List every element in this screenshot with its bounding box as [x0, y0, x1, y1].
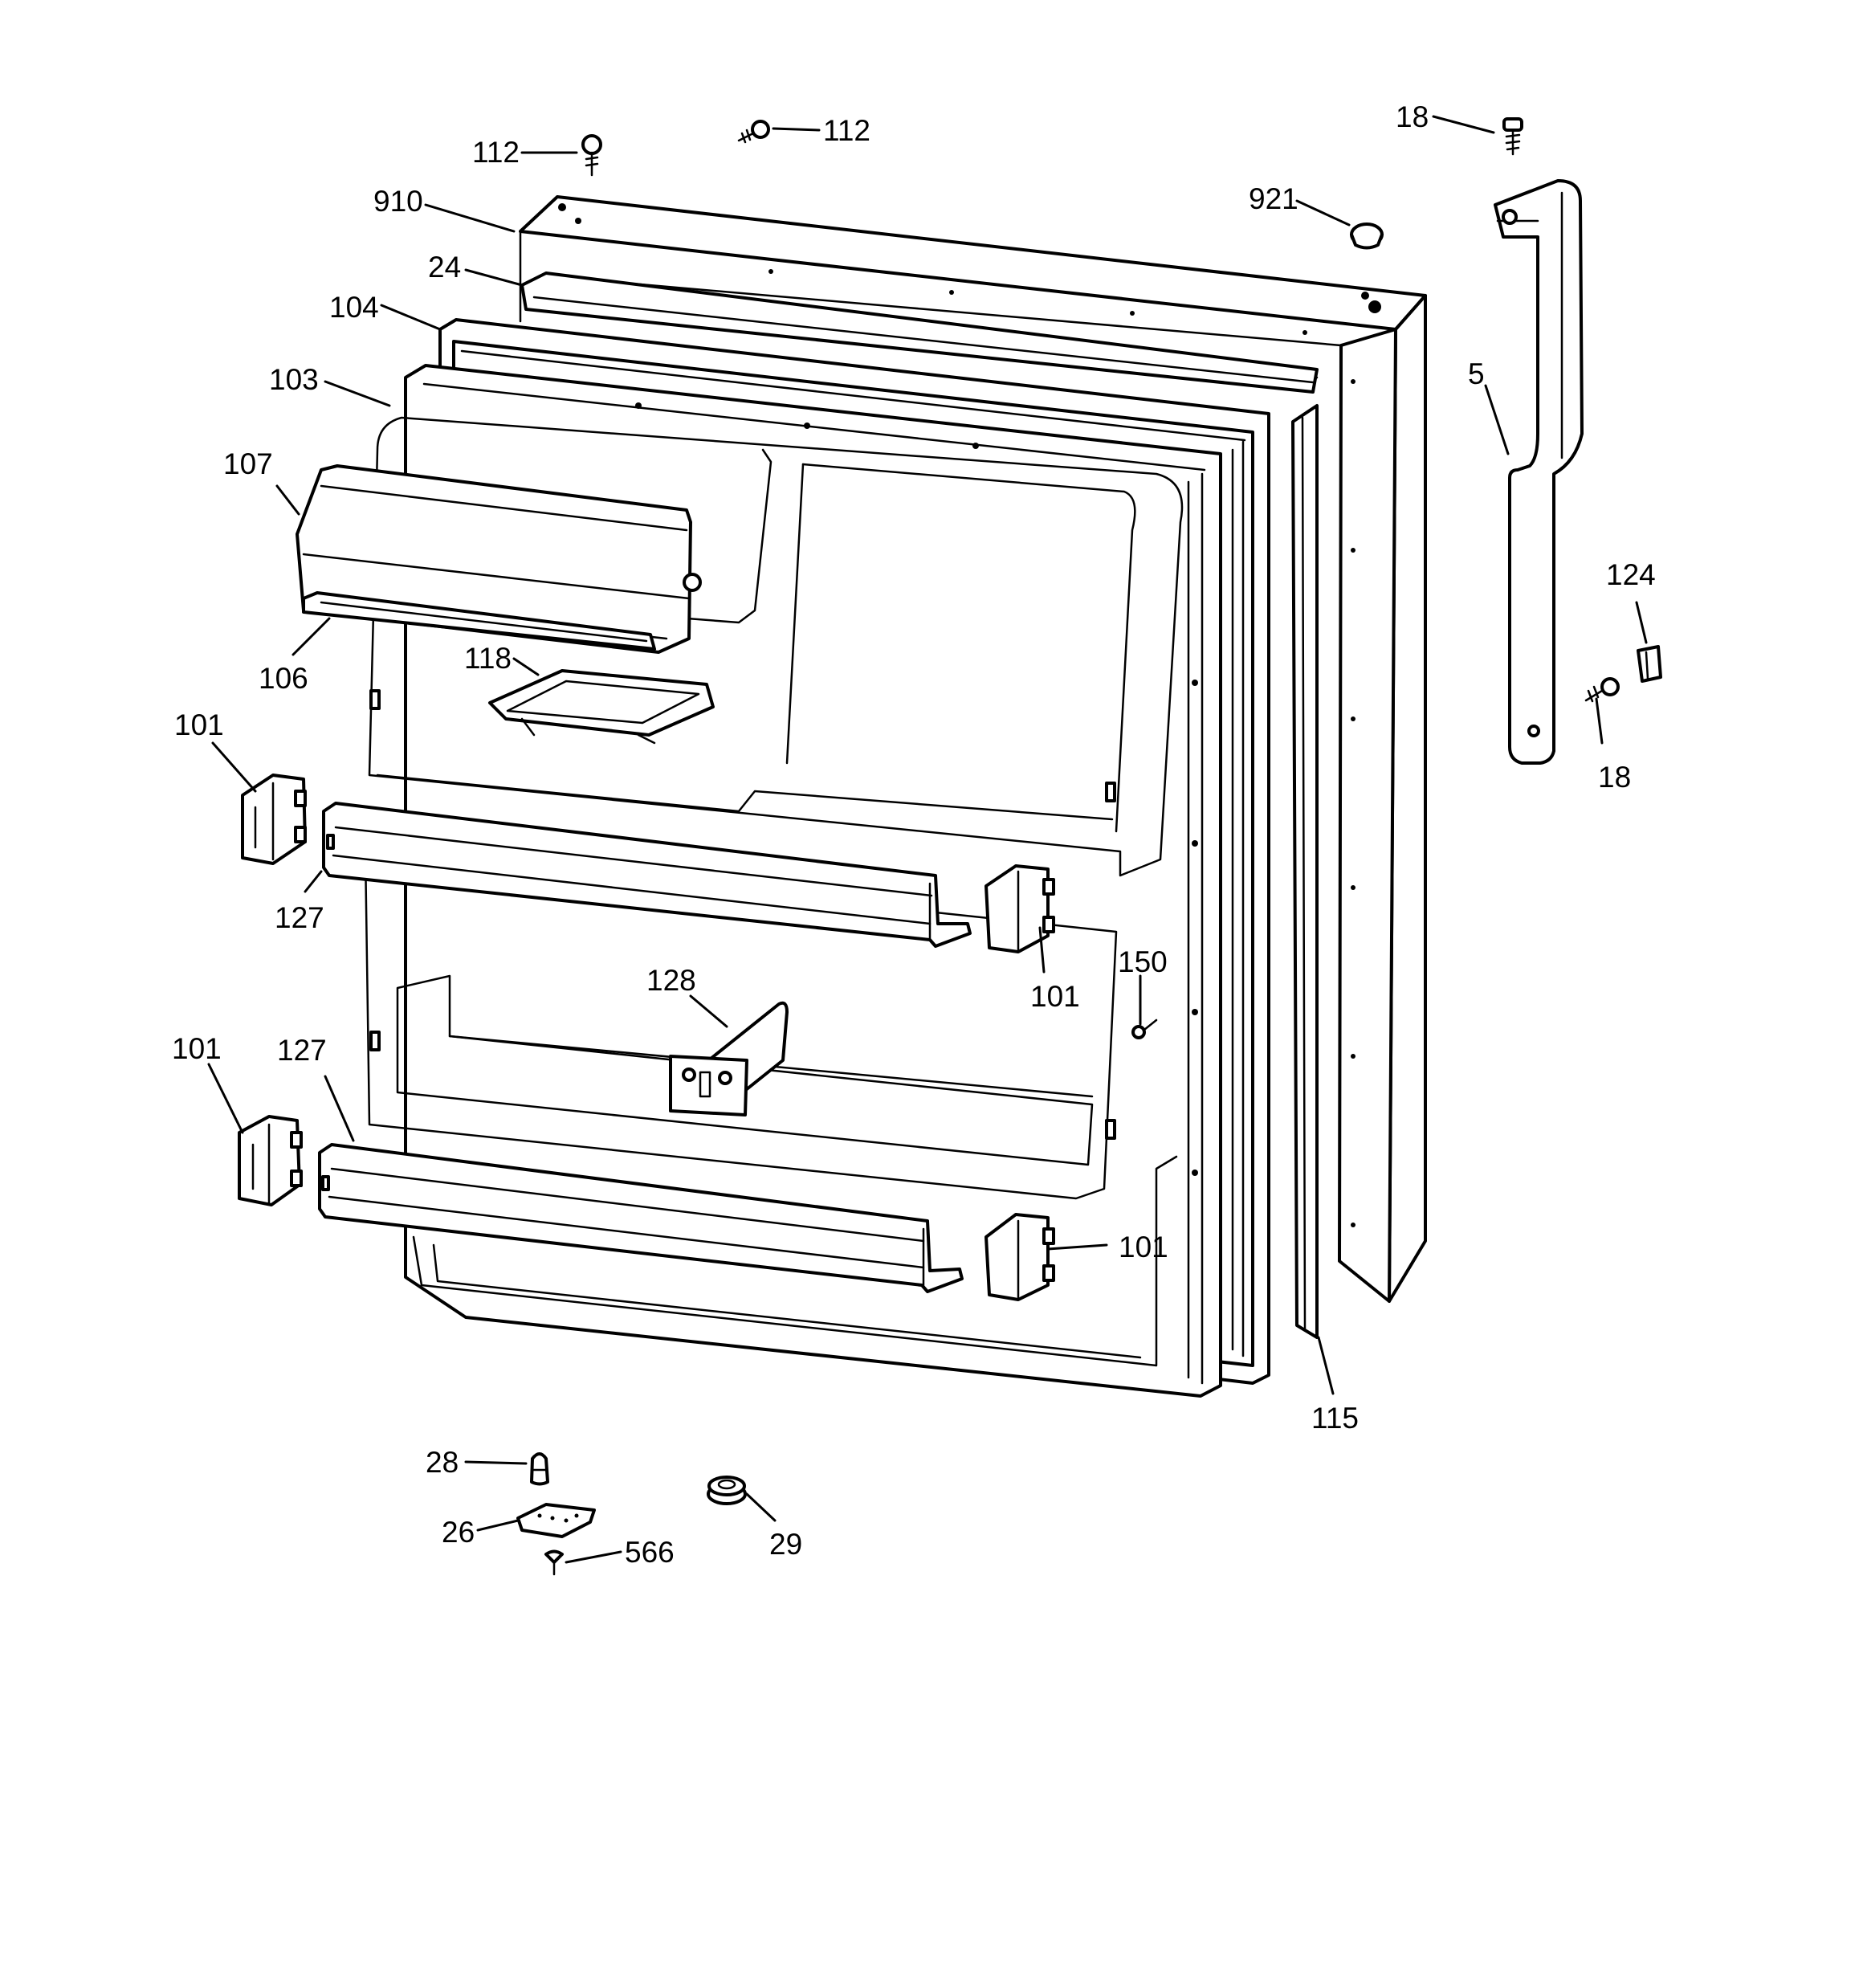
screw-right-side: [1584, 677, 1620, 703]
callout-128: 128: [646, 964, 696, 997]
door-handle: [1494, 179, 1584, 765]
hinge-plate: [516, 1503, 596, 1538]
callout-118: 118: [464, 642, 512, 675]
callout-101-lower-left: 101: [172, 1032, 222, 1065]
screw-112-left: [581, 134, 602, 177]
small-tray: [488, 669, 715, 745]
callout-127-lower: 127: [277, 1034, 327, 1067]
door-top-cap: [520, 271, 1319, 394]
callout-24: 24: [428, 251, 461, 284]
callout-101-lower-right: 101: [1119, 1231, 1168, 1263]
shelf-end-cap-lower-right: [984, 1213, 1055, 1301]
shelf-end-cap-lower-left: [238, 1115, 303, 1206]
outer-door-panel: [519, 195, 1427, 1303]
callout-101-upper-left: 101: [174, 708, 224, 741]
callout-labels: 112 112 18 910 921 24 104 103 5 107 124 …: [172, 100, 1656, 1569]
shelf-end-cap-upper-left: [241, 774, 307, 865]
callout-112-left: 112: [472, 136, 520, 169]
dairy-door-hinge: [302, 591, 656, 651]
callout-18-top: 18: [1396, 100, 1429, 133]
screw-112-top: [737, 120, 770, 144]
handle-clip: [1637, 645, 1662, 683]
callout-101-upper-right: 101: [1030, 980, 1080, 1013]
callout-26: 26: [442, 1516, 475, 1549]
callout-921: 921: [1249, 182, 1298, 215]
callout-28: 28: [426, 1446, 459, 1479]
callout-29: 29: [769, 1528, 802, 1561]
callout-124: 124: [1606, 558, 1656, 591]
screw-top-right: [1502, 117, 1523, 156]
leader-lines: [207, 115, 1648, 1564]
door-side-strip: [1291, 404, 1319, 1339]
callout-127-upper: 127: [275, 901, 324, 934]
door-shelf-bar-upper: [322, 802, 972, 948]
callout-115: 115: [1311, 1402, 1359, 1435]
callout-106: 106: [259, 662, 308, 695]
shelf-end-cap-upper-right: [984, 864, 1055, 953]
callout-150: 150: [1118, 945, 1168, 978]
bushing: [707, 1476, 747, 1505]
callout-566: 566: [625, 1536, 675, 1569]
callout-910: 910: [373, 185, 423, 218]
plug-button: [1350, 222, 1384, 250]
callout-18-side: 18: [1598, 761, 1631, 794]
screw-566: [544, 1549, 564, 1576]
door-shelf-bar-lower: [318, 1143, 964, 1293]
callout-5: 5: [1468, 357, 1485, 390]
hinge-pin: [530, 1452, 549, 1486]
callout-107: 107: [223, 447, 273, 480]
callout-104: 104: [329, 291, 379, 324]
screw-150: [1131, 1018, 1158, 1039]
callout-112-top: 112: [823, 114, 870, 147]
callout-103: 103: [269, 363, 319, 396]
bracket-clip: [669, 1001, 789, 1116]
